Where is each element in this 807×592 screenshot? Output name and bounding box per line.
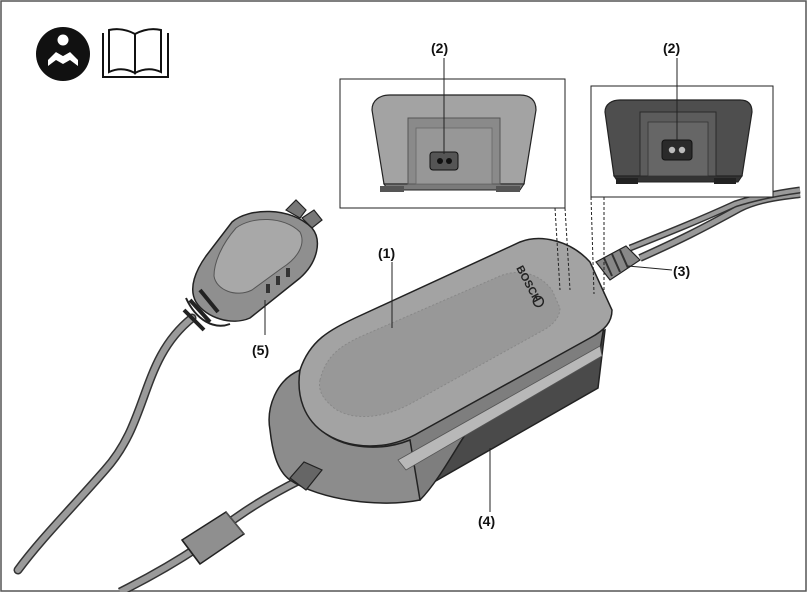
- callout-label-2-left: (2): [431, 40, 449, 56]
- charger-housing: [268, 237, 613, 504]
- mains-cable-left: [13, 313, 197, 575]
- charger-plug: [182, 199, 323, 332]
- detail-box-left: [339, 78, 566, 209]
- leader-lines: [264, 58, 678, 512]
- manual-book-icon: [102, 28, 169, 78]
- socket-icon-left: [429, 151, 459, 171]
- socket-icon-right: [661, 139, 693, 161]
- ferrite-core: [180, 511, 246, 566]
- output-cable-right: [628, 186, 801, 262]
- callout-label-2-right: (2): [663, 40, 681, 56]
- read-instructions-icon: [36, 27, 90, 81]
- output-cable-plug: [595, 245, 641, 281]
- callout-label-4: (4): [478, 513, 496, 529]
- detail-box-right: [590, 85, 774, 198]
- callout-label-1: (1): [378, 245, 396, 261]
- mains-cable-bottom: [117, 475, 303, 592]
- callout-label-5: (5): [252, 342, 270, 358]
- callout-label-3: (3): [673, 263, 691, 279]
